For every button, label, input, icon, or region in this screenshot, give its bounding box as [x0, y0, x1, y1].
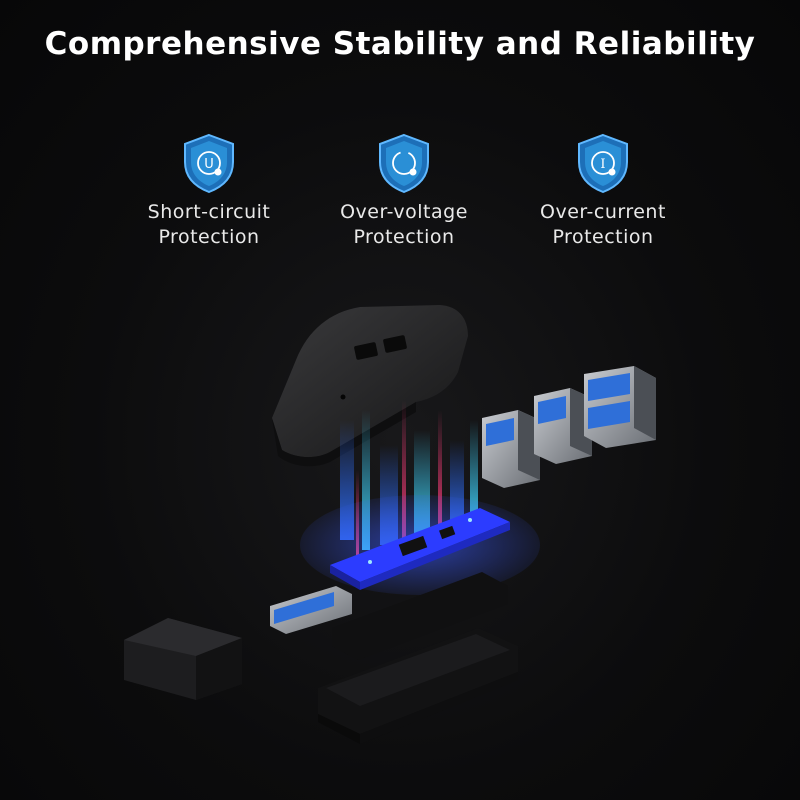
- shield-current-icon: I: [578, 133, 628, 194]
- feature-over-current: I Over-current Protection: [503, 132, 703, 250]
- shield-circuit-icon: [379, 133, 429, 194]
- headline: Comprehensive Stability and Reliability: [44, 26, 756, 62]
- pcb-board: [300, 495, 540, 595]
- svg-text:I: I: [600, 157, 605, 172]
- svg-text:U: U: [204, 157, 214, 172]
- feature-label-line1: Over-current: [540, 201, 666, 223]
- feature-label-line2: Protection: [158, 226, 260, 248]
- inner-plate: [332, 572, 508, 660]
- feature-label-line1: Short-circuit: [147, 201, 271, 223]
- usb-port-1: [482, 410, 540, 488]
- feature-label-line1: Over-voltage: [340, 201, 468, 223]
- end-cap: [124, 618, 242, 700]
- bottom-shell: [318, 628, 518, 744]
- usb-port-3: [584, 366, 656, 448]
- usb-port-2: [534, 388, 592, 464]
- usb-male-connector: [270, 586, 352, 634]
- feature-over-voltage: Over-voltage Protection: [304, 132, 504, 250]
- feature-short-circuit: U Short-circuit Protection: [109, 132, 309, 250]
- feature-label-line2: Protection: [353, 226, 455, 248]
- shield-voltage-icon: U: [184, 133, 234, 194]
- feature-label-line2: Protection: [552, 226, 654, 248]
